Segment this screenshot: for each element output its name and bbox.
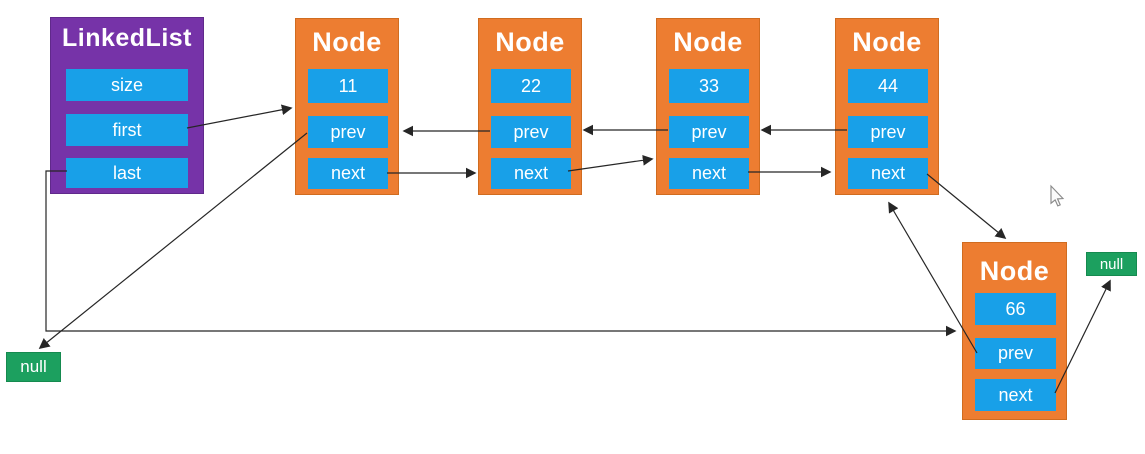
node-box-66: Node 66 prev next xyxy=(962,242,1067,420)
node-box-44: Node 44 prev next xyxy=(835,18,939,195)
node-next-field: next xyxy=(669,158,749,189)
node-value-field: 11 xyxy=(308,69,388,103)
node-next-field: next xyxy=(975,379,1056,411)
mouse-cursor-icon xyxy=(1050,184,1065,207)
linkedlist-box: LinkedList size first last xyxy=(50,17,204,194)
node-value-field: 66 xyxy=(975,293,1056,325)
node-box-11: Node 11 prev next xyxy=(295,18,399,195)
node-title: Node xyxy=(852,27,922,57)
node-prev-field: prev xyxy=(491,116,571,148)
linkedlist-title: LinkedList xyxy=(61,24,192,52)
linkedlist-field-size: size xyxy=(66,69,188,101)
linkedlist-field-first: first xyxy=(66,114,188,146)
null-box-bottom-left: null xyxy=(6,352,61,382)
linkedlist-field-last: last xyxy=(66,158,188,188)
node-title: Node xyxy=(495,27,565,57)
node-next-field: next xyxy=(491,158,571,189)
node-title: Node xyxy=(673,27,743,57)
node-prev-field: prev xyxy=(975,338,1056,369)
node-prev-field: prev xyxy=(669,116,749,148)
node-box-33: Node 33 prev next xyxy=(656,18,760,195)
node-value-field: 22 xyxy=(491,69,571,103)
node-prev-field: prev xyxy=(848,116,928,148)
node-box-22: Node 22 prev next xyxy=(478,18,582,195)
null-box-top-right: null xyxy=(1086,252,1137,276)
node-next-field: next xyxy=(848,158,928,189)
node-value-field: 33 xyxy=(669,69,749,103)
edge-last-to-node66 xyxy=(45,170,957,337)
node-value-field: 44 xyxy=(848,69,928,103)
node-prev-field: prev xyxy=(308,116,388,148)
node-next-field: next xyxy=(308,158,388,189)
node-title: Node xyxy=(979,256,1050,286)
node-title: Node xyxy=(312,27,382,57)
